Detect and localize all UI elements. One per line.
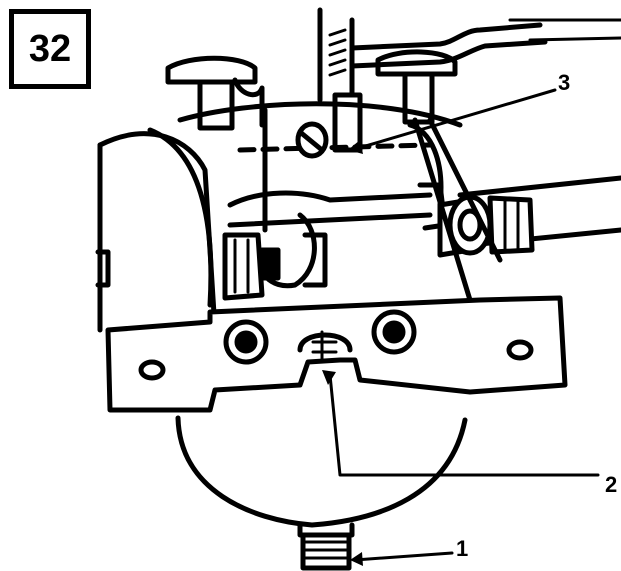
arrowhead-1 [350,552,363,566]
top-linkage [165,7,621,153]
callout-leaders [328,88,600,562]
figure-number-box: 32 [9,9,91,89]
arrowhead-2 [322,370,336,385]
arrowhead-3 [348,140,363,154]
callout-label-1: 1 [456,536,469,561]
carburetor-body [177,101,535,303]
mounting-bracket [105,295,568,413]
drain-screw [300,532,352,571]
figure-number: 32 [28,27,72,70]
callout-label-2: 2 [605,472,618,497]
air-cleaner-housing [95,127,218,333]
callout-label-3: 3 [558,70,571,95]
